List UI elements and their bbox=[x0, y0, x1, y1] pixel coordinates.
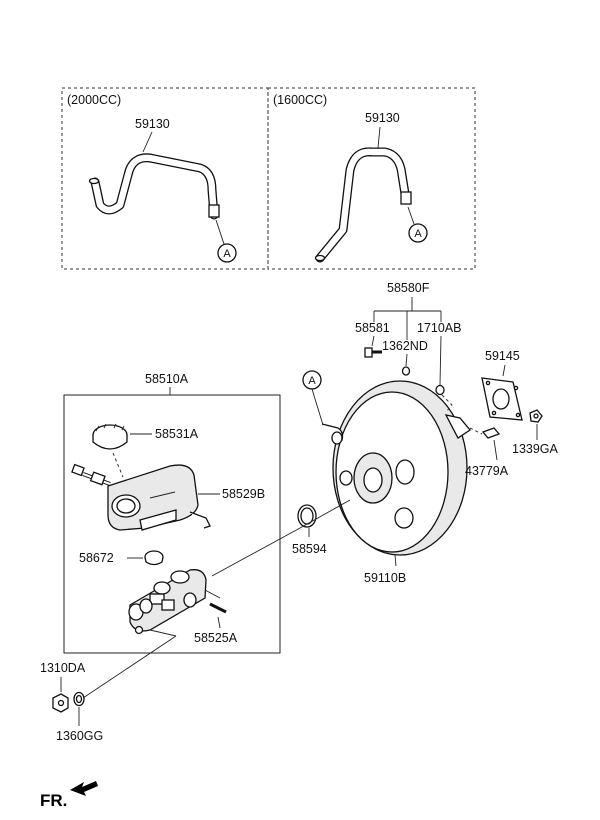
part-label-hose-1600cc: 59130 bbox=[365, 111, 400, 125]
part-label-58581: 58581 bbox=[355, 321, 390, 335]
inset-box-1600cc bbox=[267, 87, 476, 270]
nut-1310DA bbox=[52, 693, 69, 713]
clip-43779A bbox=[481, 427, 501, 439]
part-label-1362ND: 1362ND bbox=[382, 339, 428, 353]
part-label-1310DA: 1310DA bbox=[40, 661, 86, 675]
washer-1360GG bbox=[73, 691, 85, 707]
master-cylinder-box bbox=[63, 394, 281, 654]
washer-1362ND bbox=[401, 366, 411, 376]
brake-booster-59110B bbox=[321, 380, 471, 556]
ref-marker-a-booster: A bbox=[302, 370, 322, 390]
vacuum-hose-2000cc bbox=[88, 153, 220, 220]
part-label-58531A: 58531A bbox=[155, 427, 199, 441]
reservoir-58529B bbox=[71, 463, 211, 531]
part-label-58594: 58594 bbox=[292, 542, 327, 556]
nut-1339GA bbox=[529, 409, 543, 423]
part-label-hose-2000cc: 59130 bbox=[135, 117, 170, 131]
gasket-59145 bbox=[481, 377, 523, 421]
svg-text:A: A bbox=[223, 248, 231, 260]
section-label-2000cc: (2000CC) bbox=[67, 93, 121, 107]
grommet-58672 bbox=[144, 550, 164, 566]
part-label-58510A: 58510A bbox=[145, 372, 189, 386]
part-label-1710AB: 1710AB bbox=[417, 321, 461, 335]
ref-marker-a-2000cc: A bbox=[217, 243, 237, 263]
svg-text:A: A bbox=[414, 228, 422, 240]
vacuum-hose-1600cc bbox=[314, 147, 412, 263]
part-label-1339GA: 1339GA bbox=[512, 442, 559, 456]
part-label-58580F: 58580F bbox=[387, 281, 430, 295]
part-label-59110B: 59110B bbox=[364, 571, 406, 585]
master-cylinder-58525A bbox=[128, 569, 227, 635]
part-label-58525A: 58525A bbox=[194, 631, 238, 645]
part-label-59145: 59145 bbox=[485, 349, 520, 363]
ref-marker-a-1600cc: A bbox=[408, 223, 428, 243]
part-label-43779A: 43779A bbox=[465, 464, 509, 478]
reservoir-cap-58531A bbox=[92, 423, 128, 450]
part-label-58672: 58672 bbox=[79, 551, 114, 565]
front-indicator: FR. bbox=[40, 791, 67, 810]
part-label-58529B: 58529B bbox=[222, 487, 265, 501]
svg-text:A: A bbox=[308, 375, 316, 387]
section-label-1600cc: (1600CC) bbox=[273, 93, 327, 107]
front-arrow-icon bbox=[70, 781, 98, 796]
part-label-1360GG: 1360GG bbox=[56, 729, 103, 743]
nut-1710AB bbox=[435, 384, 445, 396]
bolt-58581 bbox=[364, 347, 382, 358]
